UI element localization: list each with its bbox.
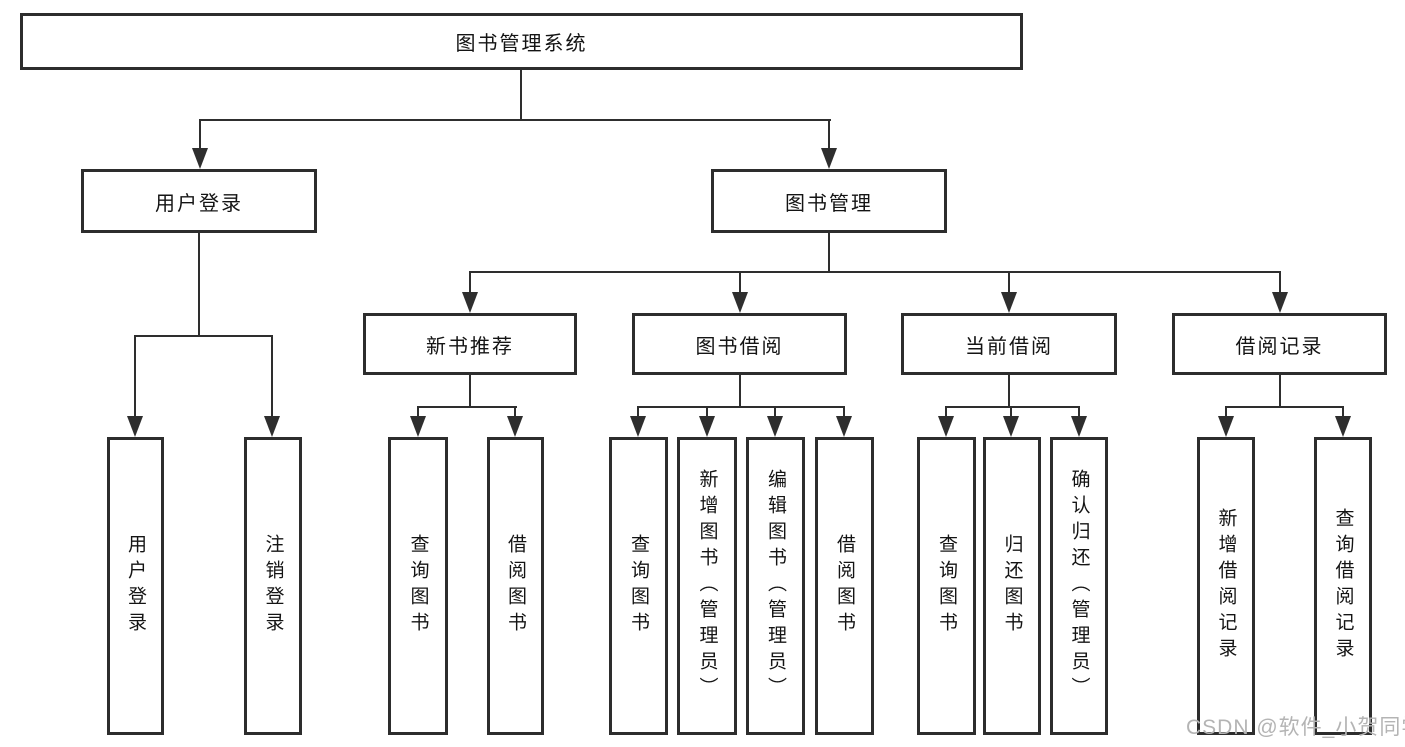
node-current-borrowing: 当前借阅 <box>901 313 1117 375</box>
arrow-down-icon <box>410 416 426 437</box>
connector-book-borrow-stub <box>739 375 741 408</box>
leaf-label: 查询图书 <box>407 534 429 638</box>
connector-root-branch <box>199 119 831 121</box>
connector-user-login-stub <box>198 233 200 337</box>
leaf-user-login: 用户登录 <box>107 437 164 735</box>
connector-records-branch <box>1225 406 1344 408</box>
connector-to-borrow-records <box>1279 271 1281 297</box>
leaf-label: 确认归还（管理员） <box>1068 469 1090 703</box>
connector-to-leaf-logout <box>271 335 273 420</box>
arrow-down-icon <box>1335 416 1351 437</box>
connector-leaf <box>1078 406 1080 420</box>
arrow-down-icon <box>264 416 280 437</box>
arrow-down-icon <box>821 148 837 169</box>
arrow-down-icon <box>938 416 954 437</box>
connector-leaf <box>843 406 845 420</box>
arrow-down-icon <box>127 416 143 437</box>
connector-to-user-login <box>199 119 201 152</box>
leaf-label: 借阅图书 <box>834 534 855 638</box>
arrow-down-icon <box>630 416 646 437</box>
leaf-label: 查询借阅记录 <box>1332 508 1354 664</box>
connector-leaf <box>1225 406 1227 420</box>
connector-current-borrow-branch <box>945 406 1080 408</box>
node-borrowing-records: 借阅记录 <box>1172 313 1387 375</box>
leaf-borrow-books: 借阅图书 <box>487 437 544 735</box>
connector-to-new-book <box>469 271 471 297</box>
node-book-management: 图书管理 <box>711 169 947 233</box>
leaf-add-borrow-record: 新增借阅记录 <box>1197 437 1255 735</box>
leaf-query-books: 查询图书 <box>388 437 448 735</box>
leaf-label: 注销登录 <box>262 534 284 638</box>
leaf-return-books: 归还图书 <box>983 437 1041 735</box>
connector-leaf <box>417 406 419 420</box>
arrow-down-icon <box>1218 416 1234 437</box>
node-user-login: 用户登录 <box>81 169 317 233</box>
arrow-down-icon <box>1272 292 1288 313</box>
leaf-edit-books-admin: 编辑图书（管理员） <box>746 437 805 735</box>
arrow-down-icon <box>732 292 748 313</box>
leaf-add-books-admin: 新增图书（管理员） <box>677 437 737 735</box>
connector-book-management-branch <box>469 271 1281 273</box>
node-library-management-system: 图书管理系统 <box>20 13 1023 70</box>
connector-leaf <box>1342 406 1344 420</box>
connector-to-book-borrow <box>739 271 741 297</box>
connector-to-book-management <box>828 119 830 152</box>
node-book-borrowing: 图书借阅 <box>632 313 847 375</box>
connector-to-current-borrow <box>1008 271 1010 297</box>
arrow-down-icon <box>699 416 715 437</box>
connector-book-borrow-branch <box>637 406 845 408</box>
connector-user-login-branch <box>134 335 273 337</box>
leaf-query-books: 查询图书 <box>609 437 668 735</box>
connector-root-stub <box>520 70 522 121</box>
leaf-label: 新增借阅记录 <box>1215 508 1237 664</box>
leaf-query-books: 查询图书 <box>917 437 976 735</box>
leaf-borrow-books: 借阅图书 <box>815 437 874 735</box>
leaf-label: 归还图书 <box>1001 534 1023 638</box>
connector-new-book-stub <box>469 375 471 408</box>
connector-leaf <box>774 406 776 420</box>
arrow-down-icon <box>1001 292 1017 313</box>
arrow-down-icon <box>836 416 852 437</box>
connector-leaf <box>637 406 639 420</box>
arrow-down-icon <box>462 292 478 313</box>
arrow-down-icon <box>507 416 523 437</box>
connector-to-leaf-user-login <box>134 335 136 420</box>
leaf-label: 借阅图书 <box>505 534 526 638</box>
arrow-down-icon <box>1003 416 1019 437</box>
node-new-book-recommendation: 新书推荐 <box>363 313 577 375</box>
connector-leaf <box>706 406 708 420</box>
leaf-query-borrow-record: 查询借阅记录 <box>1314 437 1372 735</box>
leaf-logout: 注销登录 <box>244 437 302 735</box>
leaf-label: 查询图书 <box>628 534 649 638</box>
leaf-label: 编辑图书（管理员） <box>765 469 786 703</box>
watermark: CSDN @软件_小贺同学 <box>1186 716 1405 739</box>
connector-leaf <box>514 406 516 420</box>
leaf-label: 查询图书 <box>936 534 957 638</box>
leaf-label: 新增图书（管理员） <box>696 469 718 703</box>
leaf-label: 用户登录 <box>125 534 146 638</box>
connector-records-stub <box>1279 375 1281 408</box>
connector-book-management-stub <box>828 233 830 273</box>
connector-current-borrow-stub <box>1008 375 1010 408</box>
connector-new-book-branch <box>417 406 517 408</box>
connector-leaf <box>945 406 947 420</box>
arrow-down-icon <box>1071 416 1087 437</box>
arrow-down-icon <box>767 416 783 437</box>
arrow-down-icon <box>192 148 208 169</box>
leaf-confirm-return-admin: 确认归还（管理员） <box>1050 437 1108 735</box>
connector-leaf <box>1010 406 1012 420</box>
